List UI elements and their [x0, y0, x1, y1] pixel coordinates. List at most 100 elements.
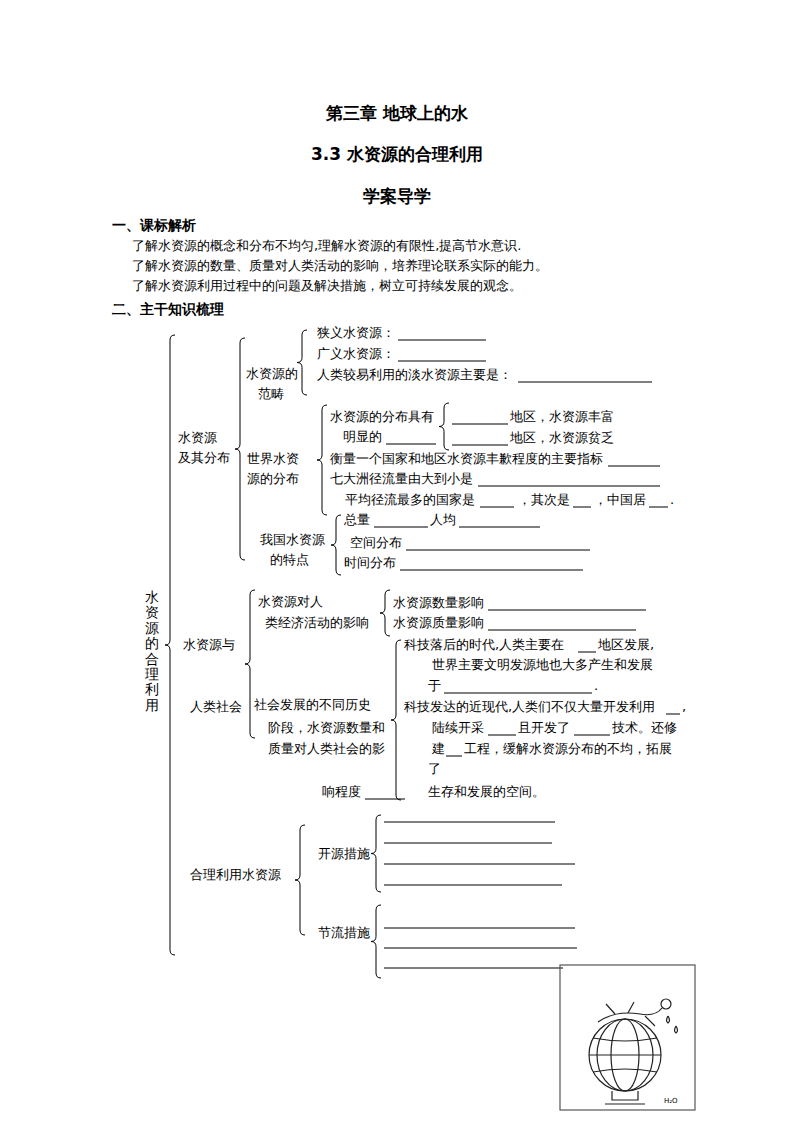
curly-bracket [295, 825, 305, 935]
outline-text: 工程，缓解水资源分布的不均，拓展 [464, 741, 672, 756]
chapter-title: 第三章 地球上的水 [326, 106, 468, 121]
outline-text: 水资源与 [183, 637, 235, 652]
outline-text: 水资源的 [246, 366, 298, 381]
answer-blank [574, 735, 610, 736]
outline-text: 七大洲径流量由大到小是 [330, 471, 473, 486]
outline-text: 时间分布 [344, 555, 396, 570]
outline-text: 的特点 [270, 552, 309, 567]
outline-text: 技术。还修 [612, 720, 677, 735]
outline-text: . [670, 492, 674, 507]
outline-text: 地区，水资源丰富 [510, 409, 614, 424]
answer-blank [384, 928, 575, 929]
outline-text: 人类较易利用的淡水资源主要是： [317, 367, 512, 382]
outline-text: 世界水资 [247, 451, 299, 466]
heading-text: 3.3 水资源的合理利用 [311, 147, 483, 162]
answer-blank [374, 527, 428, 528]
answer-blank [452, 445, 508, 446]
answer-blank [398, 361, 486, 362]
curly-bracket [297, 330, 307, 395]
outline-text: 合理利用水资源 [190, 867, 281, 882]
outline-text: 水资源对人 [258, 594, 323, 609]
answer-blank [384, 864, 575, 865]
curly-bracket [245, 590, 255, 738]
outline-text: 了 [428, 761, 441, 776]
curly-bracket [380, 590, 390, 636]
curly-bracket [317, 405, 327, 515]
outline-text: 人均 [430, 512, 456, 527]
outline-text: 响程度 [322, 784, 361, 799]
answer-blank [444, 693, 592, 694]
outline-text: 水资源的分布具有 [330, 409, 434, 424]
outline-text: 我国水资源 [260, 532, 325, 547]
outline-text: 了解水资源的概念和分布不均匀,理解水资源的有限性,提高节水意识. [132, 238, 521, 253]
outline-text: 总量 [344, 512, 370, 527]
outline-text: ，其次是 [518, 492, 570, 507]
outline-text: 开源措施 [318, 846, 370, 861]
answer-blank [578, 652, 596, 653]
answer-blank [480, 507, 514, 508]
answer-blank [384, 822, 555, 823]
outline-text: 了解水资源利用过程中的问题及解决措施，树立可持续发展的观念。 [132, 278, 522, 293]
heading-text: 一、课标解析 [112, 218, 196, 233]
outline-text: . [594, 678, 598, 693]
outline-text: 科技发达的近现代,人类们不仅大量开发利用 [404, 699, 655, 714]
outline-text: 社会发展的不同历史 [254, 697, 371, 712]
answer-blank [488, 610, 646, 611]
outline-text: 质量对人类社会的影 [268, 741, 385, 756]
outline-text: 世界主要文明发源地也大多产生和发展 [432, 657, 653, 672]
curly-bracket [391, 640, 401, 800]
outline-text: 水资源数量影响 [393, 595, 484, 610]
outline-text: 衡量一个国家和地区水资源丰歉程度的主要指标 [330, 451, 603, 466]
outline-text: 范畴 [258, 386, 284, 401]
curly-bracket [331, 515, 341, 575]
answer-blank [666, 714, 680, 715]
heading-text: 二、主干知识梳理 [112, 302, 224, 317]
answer-blank [649, 507, 668, 508]
answer-blank [452, 424, 508, 425]
answer-blank [478, 486, 660, 487]
answer-blank [384, 843, 552, 844]
answer-blank [608, 466, 660, 467]
outline-text: 明显的 [343, 429, 382, 444]
answer-blank [488, 630, 636, 631]
outline-text: 阶段，水资源数量和 [268, 720, 385, 735]
outline-text: 狭义水资源： [317, 325, 395, 340]
curly-bracket [439, 403, 449, 450]
vertical-topic: 水资源的合理利用 [145, 590, 159, 713]
curly-bracket [165, 335, 175, 955]
answer-blank [406, 550, 590, 551]
outline-text: 了解水资源的数量、质量对人类活动的影响，培养理论联系实际的能力。 [132, 258, 548, 273]
outline-text: 源的分布 [247, 471, 299, 486]
outline-text: 地区，水资源贫乏 [510, 430, 614, 445]
outline-text: H₂O [664, 1094, 678, 1109]
outline-text: 水资源质量影响 [393, 615, 484, 630]
answer-blank [398, 340, 486, 341]
answer-blank [384, 968, 563, 969]
answer-blank [518, 382, 652, 383]
outline-text: 广义水资源： [317, 346, 395, 361]
outline-text: 人类社会 [190, 699, 242, 714]
answer-blank [446, 756, 462, 757]
outline-text: 建 [432, 741, 445, 756]
outline-text: 水资源 [178, 430, 217, 445]
answer-blank [400, 570, 583, 571]
curly-bracket [235, 338, 245, 560]
curly-bracket [371, 815, 381, 892]
outline-text: 平均径流最多的国家是 [345, 492, 475, 507]
outline-text: 空间分布 [350, 535, 402, 550]
answer-blank [384, 885, 562, 886]
outline-text: 生存和发展的空间。 [428, 784, 545, 799]
outline-text: , [682, 699, 686, 714]
outline-text: 科技落后的时代,人类主要在 [404, 637, 564, 652]
curly-bracket [371, 905, 381, 978]
answer-blank [459, 527, 540, 528]
heading-text: 学案导学 [363, 189, 431, 204]
outline-text: ，中国居 [594, 492, 646, 507]
outline-text: 节流措施 [318, 925, 370, 940]
outline-text: 陆续开采 [432, 720, 484, 735]
answer-blank [384, 948, 577, 949]
outline-text: 类经济活动的影响 [265, 615, 369, 630]
